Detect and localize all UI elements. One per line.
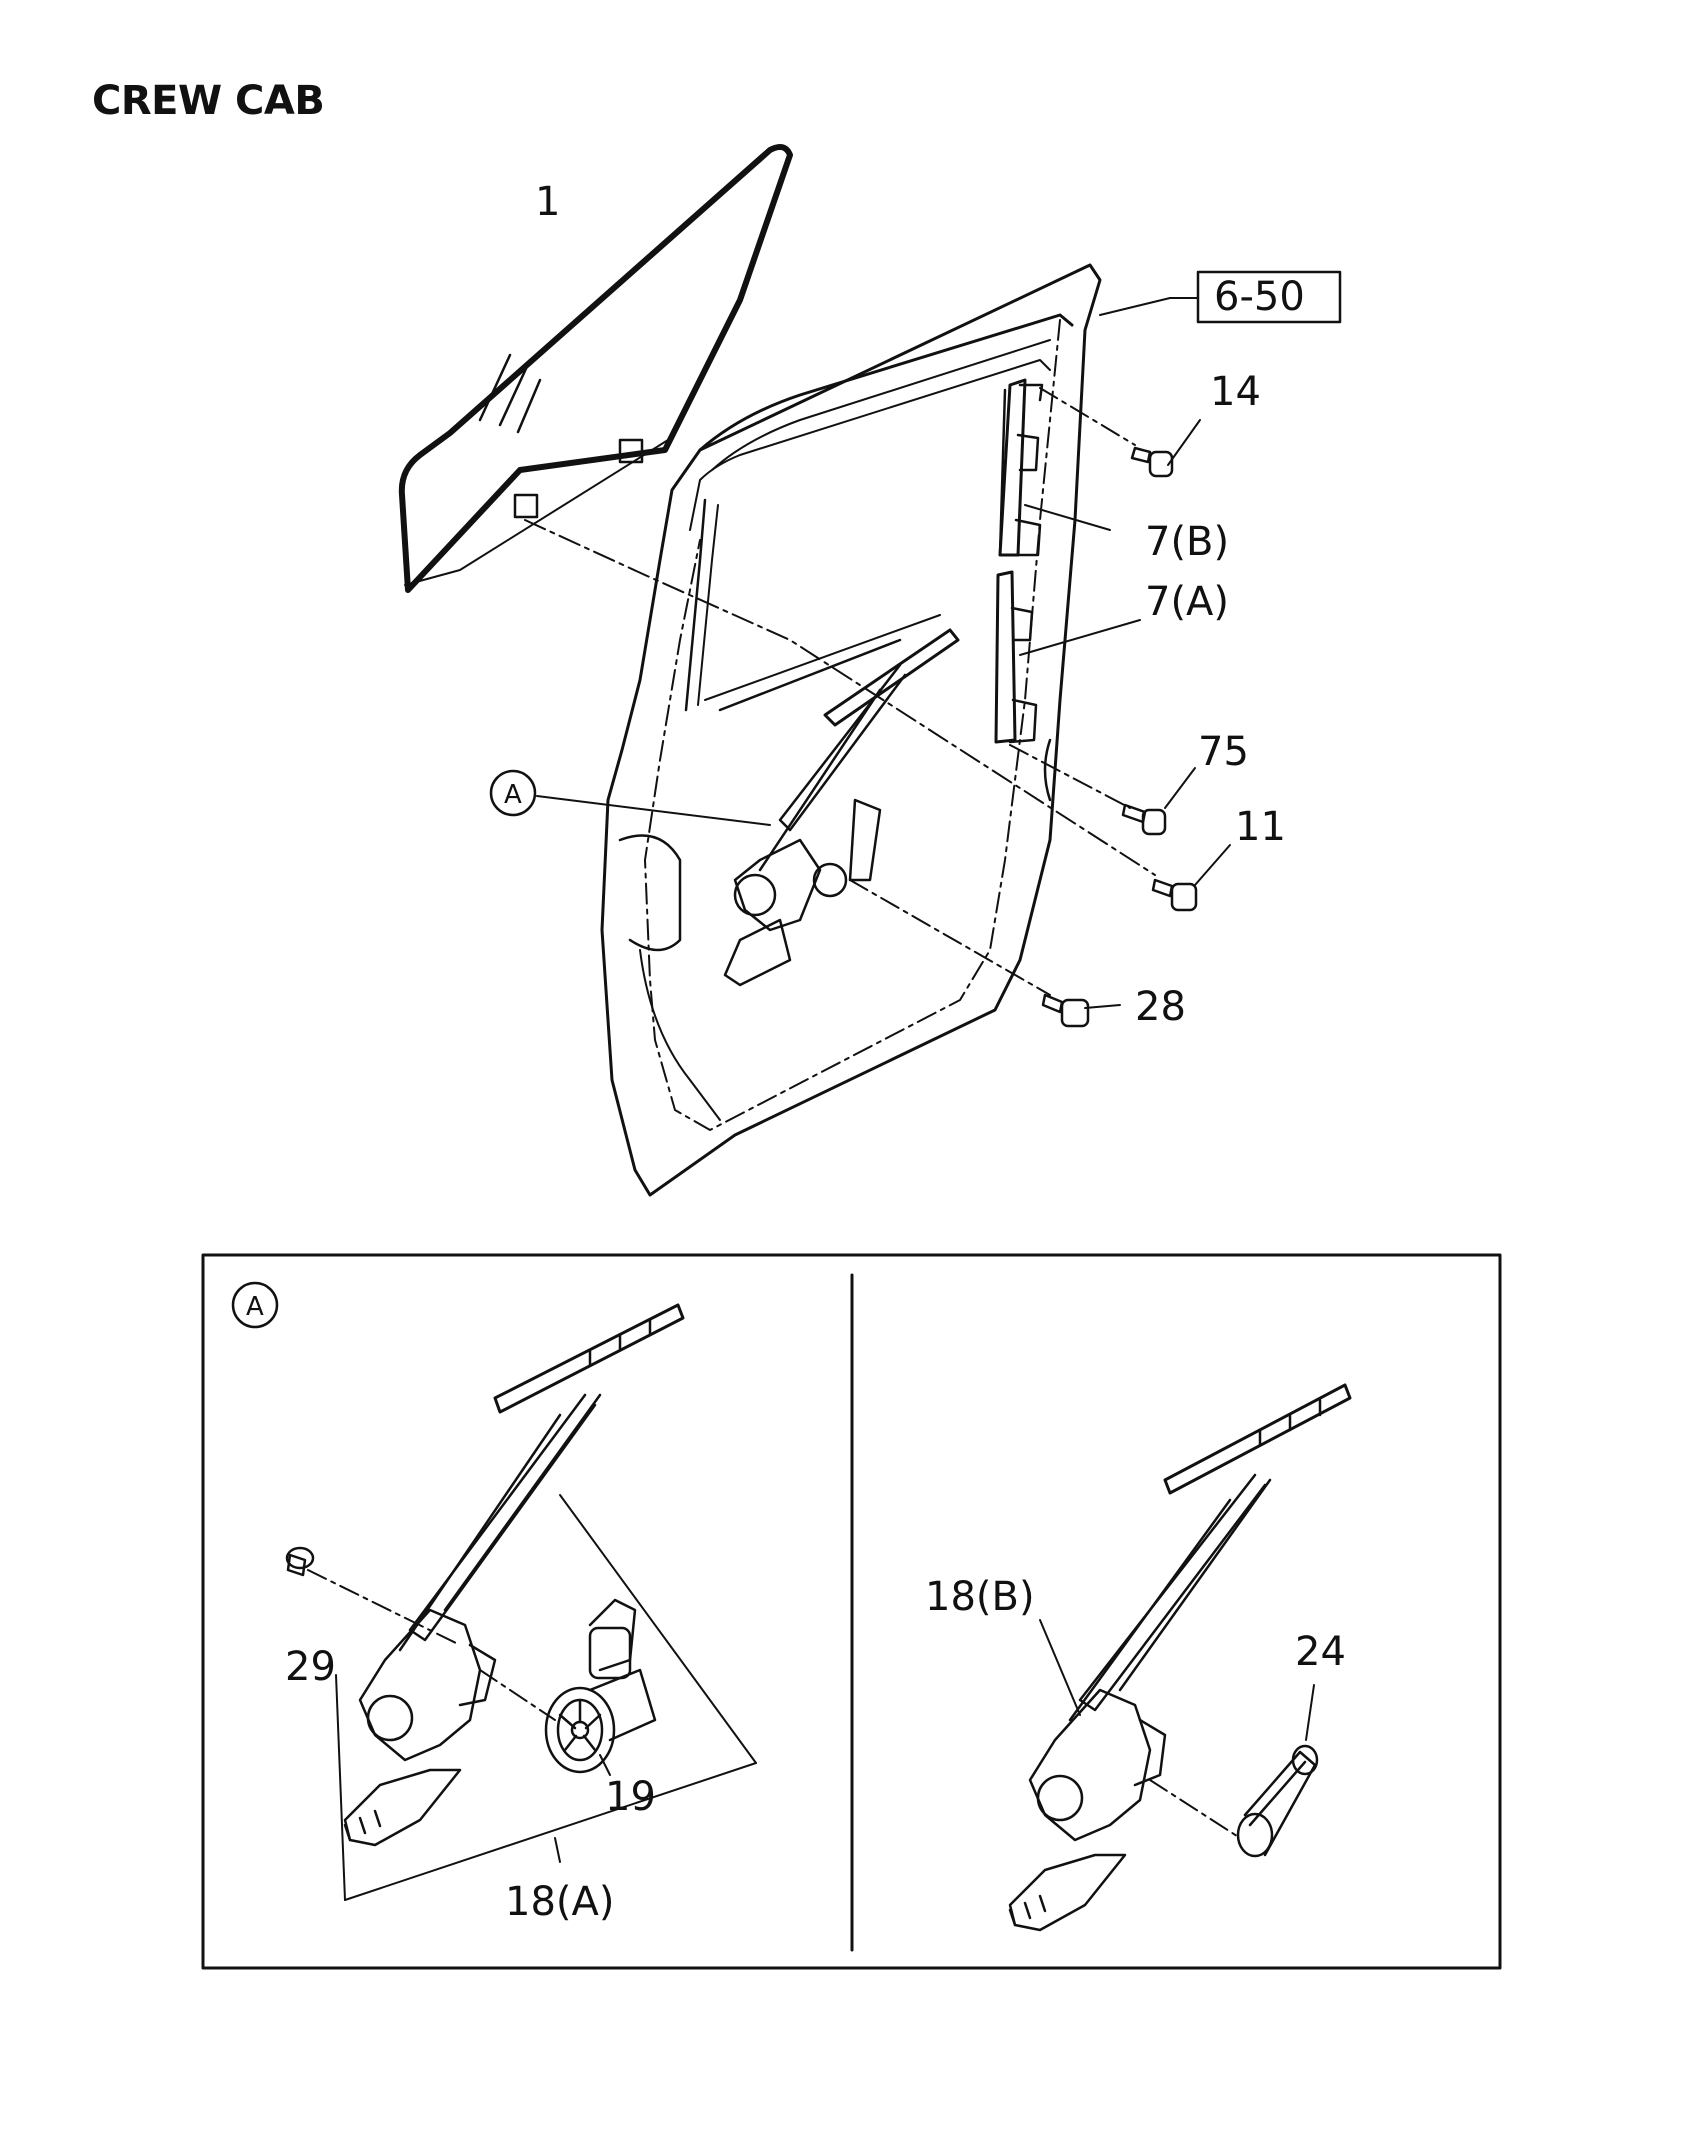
door-glass [398, 143, 793, 593]
label-75-bolt: 75 [1198, 729, 1249, 775]
label-11-bolt: 11 [1235, 804, 1286, 850]
bolt-75 [1121, 803, 1167, 836]
label-18b-regulator: 18(B) [925, 1574, 1035, 1620]
label-29-bolt: 29 [285, 1644, 336, 1690]
regulator-18a [343, 1303, 685, 1847]
bolt-14 [1130, 446, 1174, 478]
channel-7a [994, 570, 1038, 744]
label-24-handle: 24 [1295, 1629, 1346, 1675]
channel-7b [998, 378, 1044, 557]
door-panel [600, 263, 1102, 1197]
label-14-bolt: 14 [1210, 369, 1261, 415]
marker-a-detail: A [246, 1292, 264, 1322]
bolt-11 [1151, 878, 1198, 912]
label-19-motor: 19 [605, 1774, 656, 1820]
label-7a-channel: 7(A) [1145, 579, 1229, 625]
detail-a-frame [201, 1253, 1502, 1970]
page-title: CREW CAB [92, 78, 325, 124]
label-1-glass: 1 [535, 179, 560, 225]
label-18a-regulator: 18(A) [505, 1879, 614, 1925]
bolt-29 [285, 1546, 315, 1577]
ref-box-6-50 [1196, 270, 1342, 324]
motor-19 [544, 1598, 657, 1774]
bolt-28 [1041, 993, 1090, 1028]
handle-24 [1236, 1744, 1319, 1858]
label-7b-channel: 7(B) [1145, 519, 1229, 565]
label-6-50: 6-50 [1214, 274, 1305, 320]
marker-a-door: A [504, 780, 522, 810]
regulator-18b [1008, 1383, 1352, 1932]
label-28-bolt: 28 [1135, 984, 1186, 1030]
regulator-in-door [723, 628, 960, 987]
